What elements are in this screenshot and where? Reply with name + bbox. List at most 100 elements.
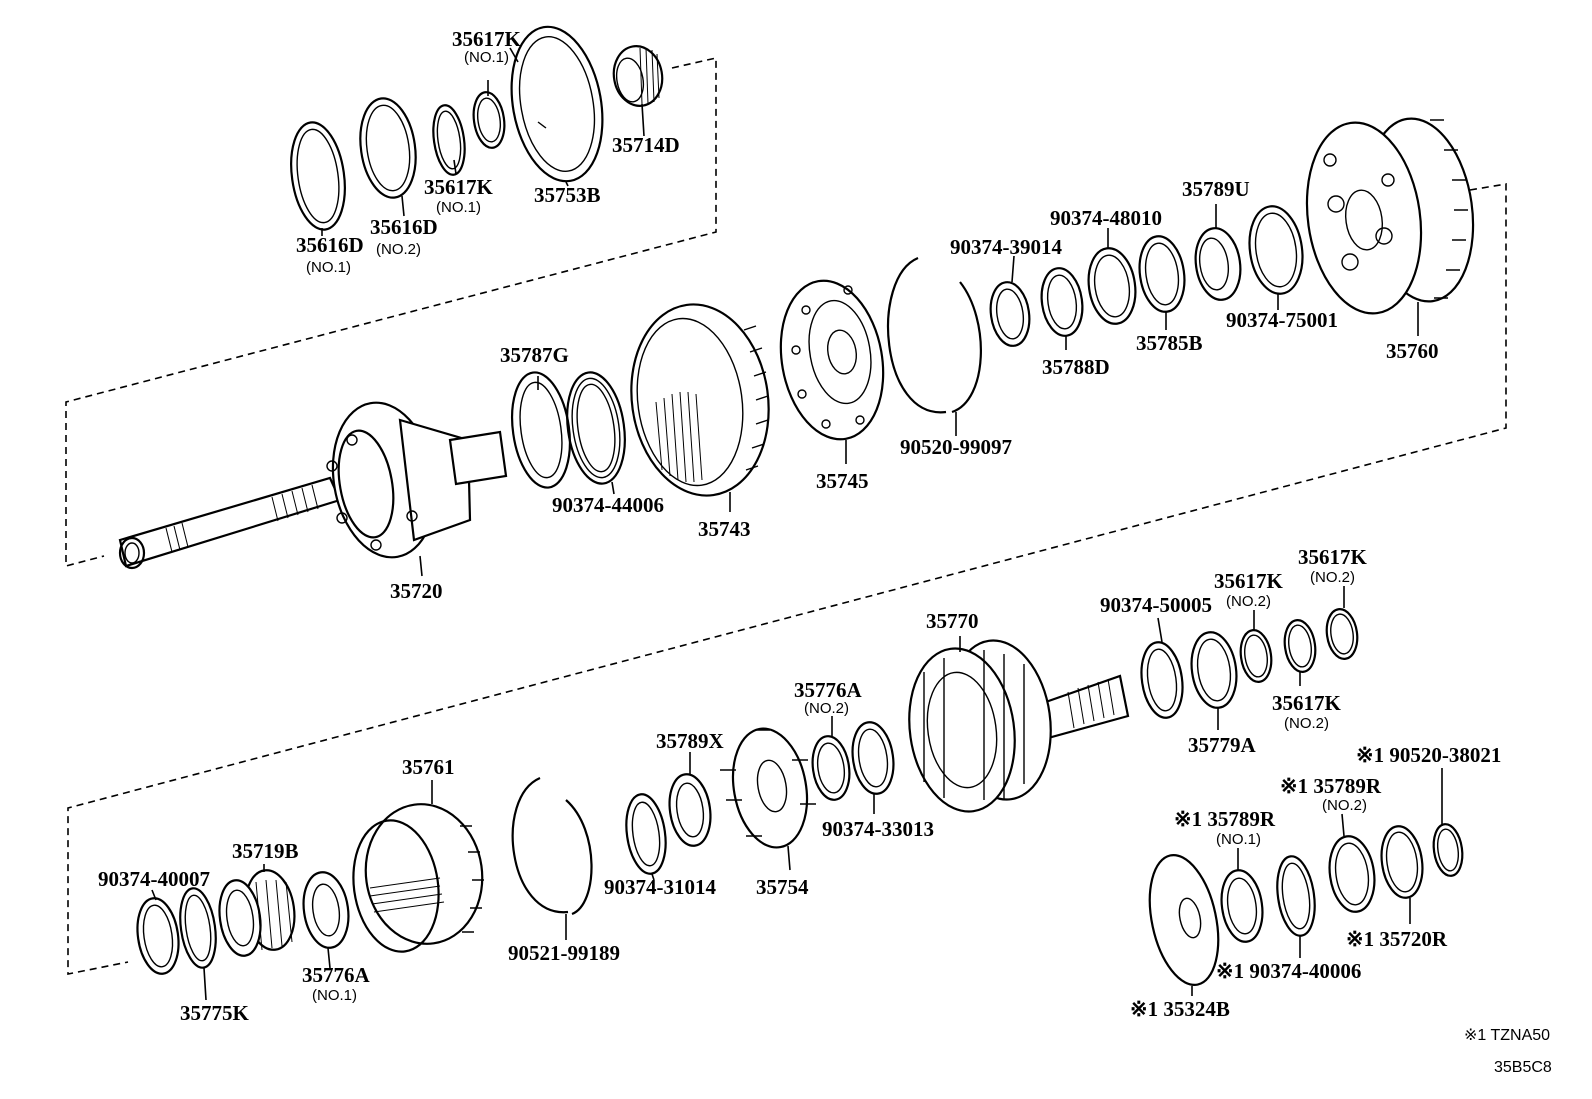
plate-35324B [1148, 854, 1220, 986]
bearing-90374-44006 [566, 371, 626, 485]
washer-35785B [1138, 235, 1186, 313]
label-90374-39014: 90374-39014 [950, 235, 1062, 259]
label-90374-33013: 90374-33013 [822, 817, 934, 841]
label-35754: 35754 [756, 875, 809, 899]
ring-35617K-r2 [1239, 629, 1273, 683]
bearing-90374-39014 [989, 281, 1031, 347]
label-35617K-mid: 35617K [424, 175, 494, 199]
ring-35776A-no2 [811, 735, 851, 801]
label-35616D-no1: 35616D [296, 233, 364, 257]
label-35719B: 35719B [232, 839, 299, 863]
carrier-plate-35754 [720, 727, 816, 849]
label-35770: 35770 [926, 609, 979, 633]
label-35788D: 35788D [1042, 355, 1110, 379]
label-35617K-r1-sub: (NO.2) [1310, 569, 1355, 586]
ring-35617K-mid [432, 104, 466, 176]
plate-35753B [510, 25, 604, 183]
label-35787G: 35787G [500, 343, 569, 367]
footnote-tzna50: ※1 TZNA50 [1464, 1027, 1550, 1044]
washer-35788D [1040, 267, 1084, 337]
washer-35789R-no2 [1328, 835, 1376, 913]
label-35745: 35745 [816, 469, 869, 493]
ring-35616D-no2 [359, 97, 417, 199]
ring-35617K-top [472, 91, 506, 149]
bearing-90374-50005 [1140, 641, 1184, 719]
label-35789R-no2-sub: (NO.2) [1322, 797, 1367, 814]
label-35760: 35760 [1386, 339, 1439, 363]
label-35617K-r3-sub: (NO.2) [1284, 715, 1329, 732]
label-90374-48010: 90374-48010 [1050, 206, 1162, 230]
label-35720: 35720 [390, 579, 443, 603]
bearing-90374-48010 [1087, 247, 1137, 325]
label-35775K: 35775K [180, 1001, 250, 1025]
label-35789R-no2: ※1 35789R [1280, 774, 1382, 798]
label-35789R-no1-sub: (NO.1) [1216, 831, 1261, 848]
label-35324B: ※1 35324B [1130, 997, 1230, 1021]
label-35617K-r1: 35617K [1298, 545, 1368, 569]
assembly-outline-upper [65, 56, 1507, 975]
roller-35719B [218, 869, 296, 957]
label-35617K-top: 35617K [452, 27, 522, 51]
bearing-90374-31014 [625, 793, 667, 875]
leader-lines [151, 47, 1443, 1001]
label-90521-99189: 90521-99189 [508, 941, 620, 965]
label-35785B: 35785B [1136, 331, 1203, 355]
snap-ring-90520-38021 [1432, 823, 1464, 877]
drum-35761 [352, 803, 484, 953]
washer-35789U [1194, 227, 1242, 301]
bearing-90374-33013 [851, 721, 895, 795]
washer-35789X [668, 773, 712, 847]
bearing-90374-75001 [1248, 205, 1304, 295]
label-35617K-mid-sub: (NO.1) [436, 199, 481, 216]
label-35617K-r2: 35617K [1214, 569, 1284, 593]
shaft-35720 [118, 401, 508, 570]
label-90374-31014: 90374-31014 [604, 875, 716, 899]
label-90374-40006-r: ※1 90374-40006 [1216, 959, 1361, 983]
ring-gear-35743 [630, 303, 770, 497]
label-35789R-no1: ※1 35789R [1174, 807, 1276, 831]
gear-35714D [612, 45, 664, 107]
washer-35787G [511, 371, 571, 489]
ring-35720R [1380, 825, 1424, 899]
label-35616D-no1-sub: (NO.1) [306, 259, 351, 276]
label-90520-38021: ※1 90520-38021 [1356, 743, 1501, 767]
drum-35760 [1305, 117, 1475, 315]
washer-35779A [1190, 631, 1238, 709]
label-35761: 35761 [402, 755, 455, 779]
label-35789U: 35789U [1182, 177, 1250, 201]
drum-shaft-35770 [908, 639, 1130, 813]
label-35753B: 35753B [534, 183, 601, 207]
snap-ring-90520-99097 [886, 256, 982, 414]
carrier-35745 [779, 279, 885, 441]
label-90520-99097: 90520-99097 [900, 435, 1012, 459]
label-35776A-no1: 35776A [302, 963, 371, 987]
label-35720R: ※1 35720R [1346, 927, 1448, 951]
part-labels: 35617K (NO.1) 35714D 35617K (NO.1) 35753… [98, 27, 1501, 1025]
ring-35776A-no1 [302, 871, 350, 949]
label-35743: 35743 [698, 517, 751, 541]
label-35616D-no2-sub: (NO.2) [376, 241, 421, 258]
label-90374-75001: 90374-75001 [1226, 308, 1338, 332]
label-35779A: 35779A [1188, 733, 1257, 757]
label-90374-44006: 90374-44006 [552, 493, 664, 517]
washer-35775K [179, 887, 217, 969]
label-35616D-no2: 35616D [370, 215, 438, 239]
bearing-90374-40007 [136, 897, 180, 975]
label-35617K-top-sub: (NO.1) [464, 49, 509, 66]
ring-35617K-r3 [1283, 619, 1317, 673]
bearing-90374-40006-r [1276, 855, 1316, 937]
label-35776A-no2-sub: (NO.2) [804, 700, 849, 717]
label-90374-40007: 90374-40007 [98, 867, 210, 891]
ring-35616D-no1 [290, 121, 346, 231]
label-90374-50005: 90374-50005 [1100, 593, 1212, 617]
label-35789X: 35789X [656, 729, 724, 753]
diagram-code: 35B5C8 [1494, 1059, 1552, 1076]
label-35617K-r3: 35617K [1272, 691, 1342, 715]
snap-ring-90521-99189 [511, 776, 593, 916]
label-35714D: 35714D [612, 133, 680, 157]
label-35776A-no2: 35776A [794, 678, 863, 702]
washer-35789R-no1 [1220, 869, 1264, 943]
ring-35617K-r1 [1325, 608, 1359, 660]
label-35776A-no1-sub: (NO.1) [312, 987, 357, 1004]
